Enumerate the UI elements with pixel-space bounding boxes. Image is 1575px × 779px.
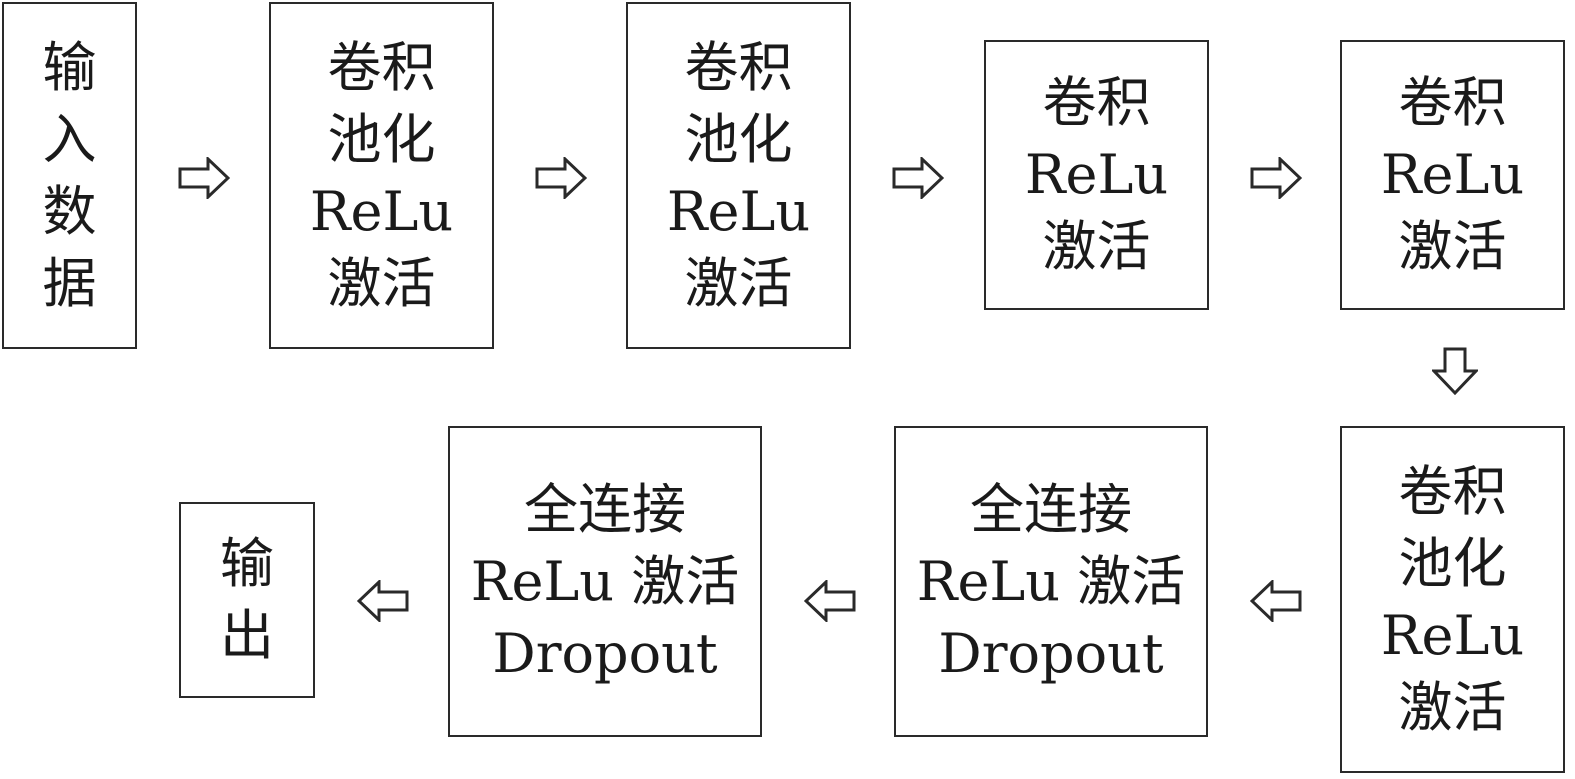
node-input-line-1: 输 xyxy=(42,35,97,99)
node-conv5-line-1: 卷积 xyxy=(1398,459,1507,523)
arrow-left-icon xyxy=(1250,580,1302,622)
arrow-left-icon xyxy=(804,580,856,622)
node-output-line-1: 输 xyxy=(220,532,274,595)
arrow-right-icon xyxy=(1250,157,1302,199)
node-conv1-line-2: 池化 xyxy=(327,107,436,171)
node-fc2-line-1: 全连接 xyxy=(970,477,1132,541)
node-conv2-line-4: 激活 xyxy=(684,251,793,315)
node-conv4-line-1: 卷积 xyxy=(1398,71,1507,134)
node-fc2-line-3: Dropout xyxy=(938,621,1164,685)
node-conv2-line-2: 池化 xyxy=(684,107,793,171)
arrow-right-icon xyxy=(178,157,230,199)
node-conv3-line-3: 激活 xyxy=(1042,215,1151,278)
node-fc1-line-3: Dropout xyxy=(492,621,718,685)
node-conv3-line-1: 卷积 xyxy=(1042,71,1151,134)
node-conv3: 卷积 ReLu 激活 xyxy=(984,40,1209,310)
node-conv4-line-3: 激活 xyxy=(1398,215,1507,278)
node-conv5-line-3: ReLu xyxy=(1380,603,1525,667)
node-output-line-2: 出 xyxy=(220,604,274,667)
node-fc1-line-2: ReLu 激活 xyxy=(470,549,740,613)
node-conv5: 卷积 池化 ReLu 激活 xyxy=(1340,426,1565,773)
node-conv5-line-2: 池化 xyxy=(1398,531,1507,595)
node-input-line-4: 据 xyxy=(42,251,97,315)
node-conv5-line-4: 激活 xyxy=(1398,675,1507,739)
node-fc2: 全连接 ReLu 激活 Dropout xyxy=(894,426,1208,737)
node-conv1-line-1: 卷积 xyxy=(327,35,436,99)
node-fc1: 全连接 ReLu 激活 Dropout xyxy=(448,426,762,737)
node-fc2-line-2: ReLu 激活 xyxy=(916,549,1186,613)
node-conv1: 卷积 池化 ReLu 激活 xyxy=(269,2,494,349)
node-conv1-line-3: ReLu xyxy=(309,179,454,243)
arrow-right-icon xyxy=(892,157,944,199)
node-conv2-line-3: ReLu xyxy=(666,179,811,243)
node-input-line-2: 入 xyxy=(42,107,97,171)
node-conv1-line-4: 激活 xyxy=(327,251,436,315)
node-conv3-line-2: ReLu xyxy=(1024,143,1169,206)
node-input: 输 入 数 据 xyxy=(2,2,137,349)
node-fc1-line-1: 全连接 xyxy=(524,477,686,541)
arrow-down-icon xyxy=(1432,347,1478,395)
node-conv2-line-1: 卷积 xyxy=(684,35,793,99)
node-output: 输 出 xyxy=(179,502,315,698)
node-conv2: 卷积 池化 ReLu 激活 xyxy=(626,2,851,349)
arrow-left-icon xyxy=(357,580,409,622)
node-conv4: 卷积 ReLu 激活 xyxy=(1340,40,1565,310)
arrow-right-icon xyxy=(535,157,587,199)
node-input-line-3: 数 xyxy=(42,179,97,243)
node-conv4-line-2: ReLu xyxy=(1380,143,1525,206)
